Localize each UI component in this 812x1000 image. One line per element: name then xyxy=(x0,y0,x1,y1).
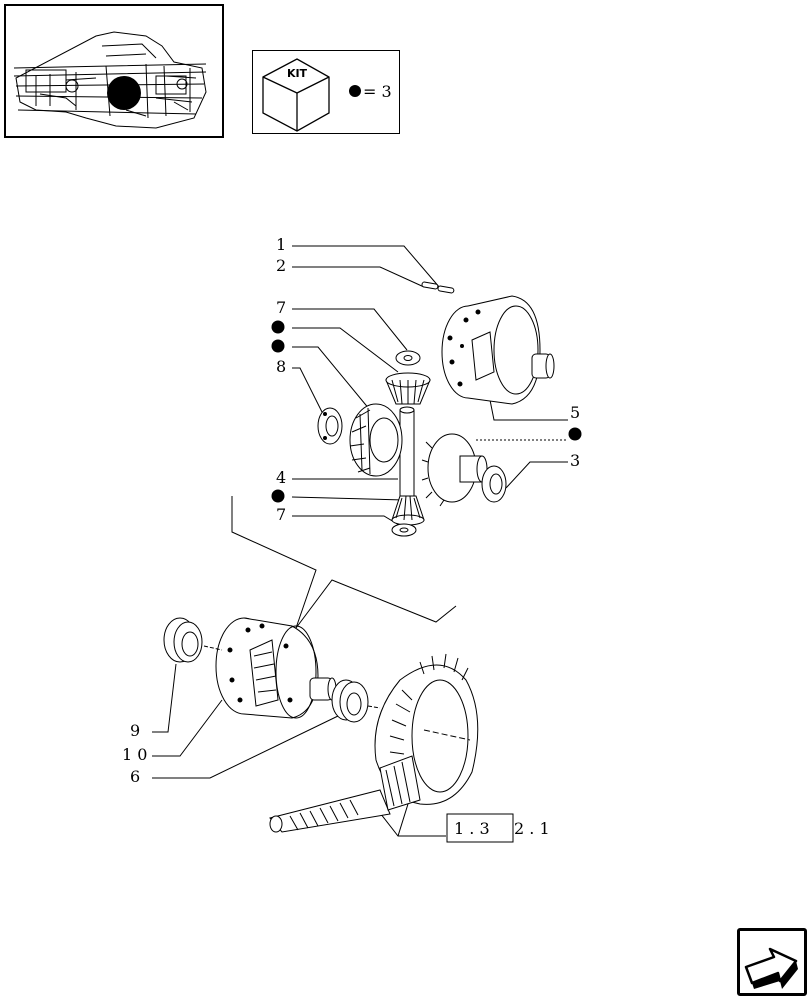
kit-legend-text: = 3 xyxy=(363,82,392,101)
callout-6: 6 xyxy=(130,767,140,786)
callout-3: 3 xyxy=(570,451,580,470)
drive-pinion-shaft xyxy=(269,755,421,833)
thrust-washer-bottom xyxy=(391,523,417,537)
callout-7-bottom: 7 xyxy=(276,505,286,524)
reference-boxed-text: 1 . 3 xyxy=(454,819,490,838)
callout-4: 4 xyxy=(276,468,286,487)
callout-5: 5 xyxy=(570,403,580,422)
callout-1: 1 xyxy=(276,235,286,254)
next-page-button[interactable] xyxy=(737,928,807,996)
kit-box-icon xyxy=(262,58,330,132)
tractor-transmission-sketch xyxy=(13,31,207,129)
callout-2: 2 xyxy=(276,256,286,275)
washer-8 xyxy=(317,407,343,445)
pinion-gear-top xyxy=(385,372,431,405)
cross-shaft xyxy=(399,406,415,503)
reference-box[interactable] xyxy=(446,813,514,843)
kit-legend: KIT = 3 xyxy=(252,50,400,134)
bearing-right xyxy=(331,679,381,723)
thrust-washer-top xyxy=(395,350,421,366)
kit-marker-dot-1 xyxy=(271,320,285,334)
pins xyxy=(421,281,455,294)
kit-badge-label: KIT xyxy=(287,67,308,80)
callout-9: 9 xyxy=(130,721,140,740)
side-gear-right xyxy=(421,433,488,507)
callout-10: 1 0 xyxy=(122,745,147,764)
callout-7-top: 7 xyxy=(276,298,286,317)
reference-rest-text: 2 . 1 xyxy=(514,819,550,838)
kit-marker-dot-3 xyxy=(271,489,285,503)
bearing-left xyxy=(163,617,223,663)
callout-8: 8 xyxy=(276,357,286,376)
kit-marker-dot-2 xyxy=(271,339,285,353)
pinion-gear-bottom xyxy=(391,495,425,526)
highlight-dot-icon xyxy=(107,76,141,110)
differential-assembly xyxy=(215,617,337,719)
differential-housing-half xyxy=(441,295,555,405)
side-gear-left xyxy=(349,403,403,477)
kit-legend-graphic: KIT = 3 xyxy=(262,58,392,132)
washer-3 xyxy=(481,465,507,503)
kit-dot-icon xyxy=(349,85,361,97)
next-page-arrow-icon xyxy=(744,947,798,989)
location-thumbnail[interactable] xyxy=(4,4,224,138)
kit-marker-dot-4 xyxy=(568,427,582,441)
